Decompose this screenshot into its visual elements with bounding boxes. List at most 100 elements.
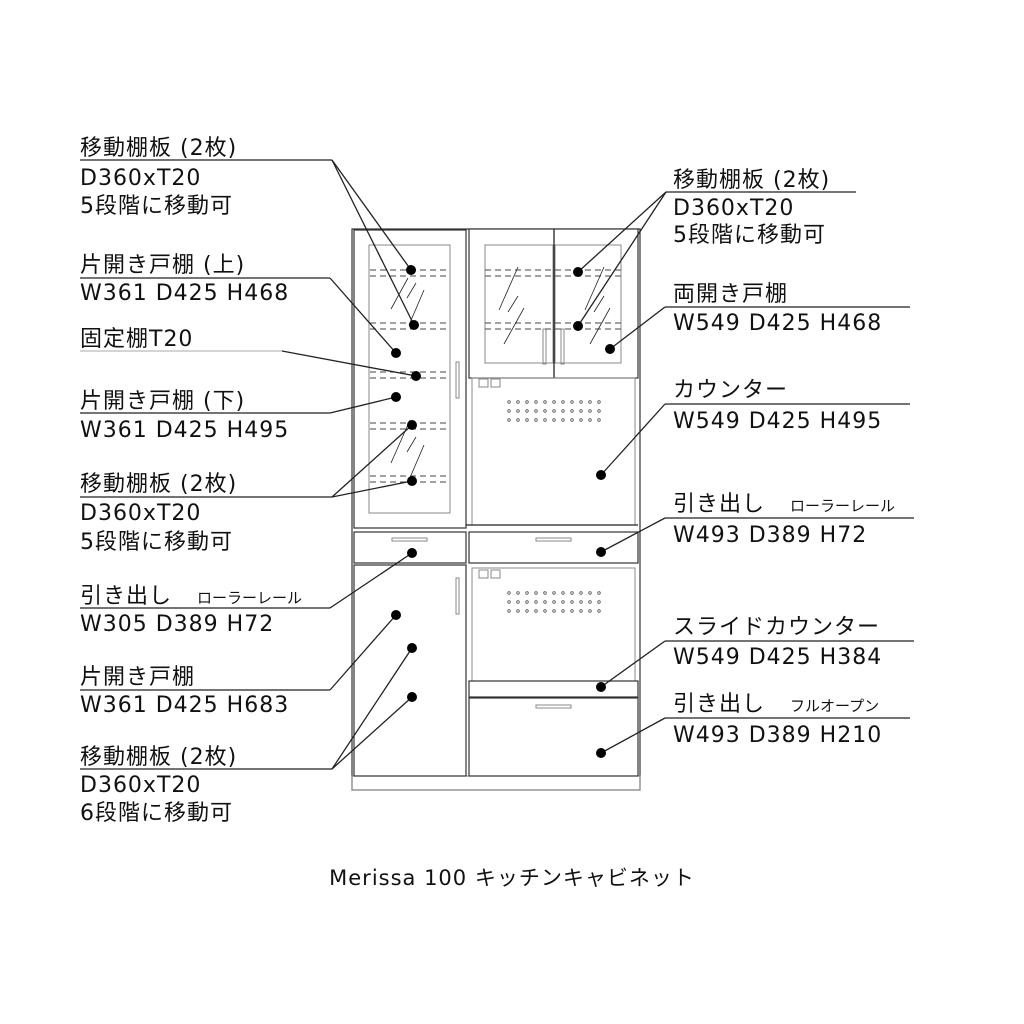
leader-lines (80, 159, 914, 770)
vent-hole (516, 409, 520, 413)
vent-hole (552, 609, 556, 613)
label-spec: 5段階に移動可 (80, 530, 233, 555)
vent-hole (534, 409, 538, 413)
label-spec: D360xT20 (80, 773, 201, 798)
drawer-handle (391, 537, 428, 542)
vent-hole (552, 600, 556, 604)
vent-hole (543, 591, 547, 595)
full-open-drawer (468, 697, 639, 777)
vent-hole (561, 591, 565, 595)
vent-hole (570, 409, 574, 413)
vent-hole (507, 400, 511, 404)
vent-hole (588, 400, 592, 404)
vent-hole (570, 591, 574, 595)
vent-hole (552, 591, 556, 595)
label-title: 移動棚板 (2枚) (80, 745, 237, 770)
door-handle (455, 361, 460, 399)
vent-hole (579, 591, 583, 595)
left-lower-door (353, 564, 467, 777)
cabinet (351, 228, 641, 791)
right-labels: 移動棚板 (2枚) D360xT20 5段階に移動可 両開き戸棚 W549 D4… (673, 168, 895, 748)
vent-hole (552, 418, 556, 422)
vent-hole (525, 609, 529, 613)
vent-hole (597, 600, 601, 604)
label-title: 片開き戸棚 (上) (80, 253, 245, 278)
label-spec: W493 D389 H72 (673, 523, 867, 548)
vent-hole (579, 418, 583, 422)
left-upper-door (353, 229, 467, 529)
label-spec: W549 D425 H495 (673, 409, 882, 434)
vent-hole (588, 409, 592, 413)
vent-hole (516, 600, 520, 604)
vent-hole (525, 591, 529, 595)
vent-hole (588, 609, 592, 613)
label-spec: 6段階に移動可 (80, 801, 233, 826)
double-door-cabinet (468, 228, 639, 379)
right-drawer (468, 531, 639, 564)
vent-hole (552, 409, 556, 413)
label-title: 片開き戸棚 (下) (80, 389, 245, 414)
vent-hole (507, 409, 511, 413)
vent-hole (552, 400, 556, 404)
vent-hole (516, 418, 520, 422)
vent-hole (597, 591, 601, 595)
label-title: 移動棚板 (2枚) (80, 136, 237, 161)
label-spec: D360xT20 (673, 196, 794, 221)
vent-holes (507, 591, 601, 613)
label-spec: W549 D425 H468 (673, 311, 882, 336)
label-title: 引き出し (673, 492, 765, 517)
label-spec: W361 D425 H468 (80, 281, 289, 306)
vent-hole (579, 609, 583, 613)
outlet-icon (490, 378, 501, 388)
label-spec: W361 D425 H495 (80, 418, 289, 443)
vent-hole (534, 591, 538, 595)
outlet-icon (478, 378, 489, 388)
drawer-handle (535, 537, 572, 542)
outlet-icon (478, 569, 489, 579)
label-spec: W493 D389 H210 (673, 723, 882, 748)
vent-hole (597, 409, 601, 413)
door-handle (560, 328, 565, 365)
label-spec: 5段階に移動可 (673, 223, 826, 248)
vent-hole (543, 400, 547, 404)
vent-hole (570, 400, 574, 404)
vent-hole (597, 609, 601, 613)
label-title: 固定棚T20 (80, 327, 193, 352)
vent-hole (561, 418, 565, 422)
label-subtitle: フルオープン (790, 697, 879, 715)
label-spec: D360xT20 (80, 501, 201, 526)
vent-hole (516, 591, 520, 595)
label-subtitle: ローラーレール (790, 497, 895, 515)
vent-hole (516, 400, 520, 404)
vent-hole (507, 609, 511, 613)
vent-hole (579, 600, 583, 604)
drawer-handle (535, 704, 572, 709)
vent-hole (579, 400, 583, 404)
outlet-icon (490, 569, 501, 579)
vent-hole (570, 609, 574, 613)
vent-hole (570, 418, 574, 422)
vent-hole (534, 400, 538, 404)
left-labels: 移動棚板 (2枚) D360xT20 5段階に移動可 片開き戸棚 (上) W36… (80, 136, 302, 826)
vent-hole (507, 600, 511, 604)
vent-hole (525, 409, 529, 413)
vent-hole (534, 418, 538, 422)
vent-hole (561, 600, 565, 604)
label-title: 移動棚板 (2枚) (80, 472, 237, 497)
vent-hole (525, 418, 529, 422)
label-spec: W549 D425 H384 (673, 645, 882, 670)
vent-hole (534, 609, 538, 613)
caption: Merissa 100 キッチンキャビネット (329, 866, 695, 890)
label-title: 引き出し (673, 692, 765, 717)
label-title: 両開き戸棚 (673, 282, 788, 307)
vent-hole (588, 418, 592, 422)
counter (466, 377, 638, 526)
label-spec: 5段階に移動可 (80, 194, 233, 219)
callout-dots (391, 265, 615, 758)
label-title: 移動棚板 (2枚) (673, 168, 830, 193)
door-handle (455, 577, 460, 615)
vent-hole (588, 600, 592, 604)
vent-hole (525, 600, 529, 604)
